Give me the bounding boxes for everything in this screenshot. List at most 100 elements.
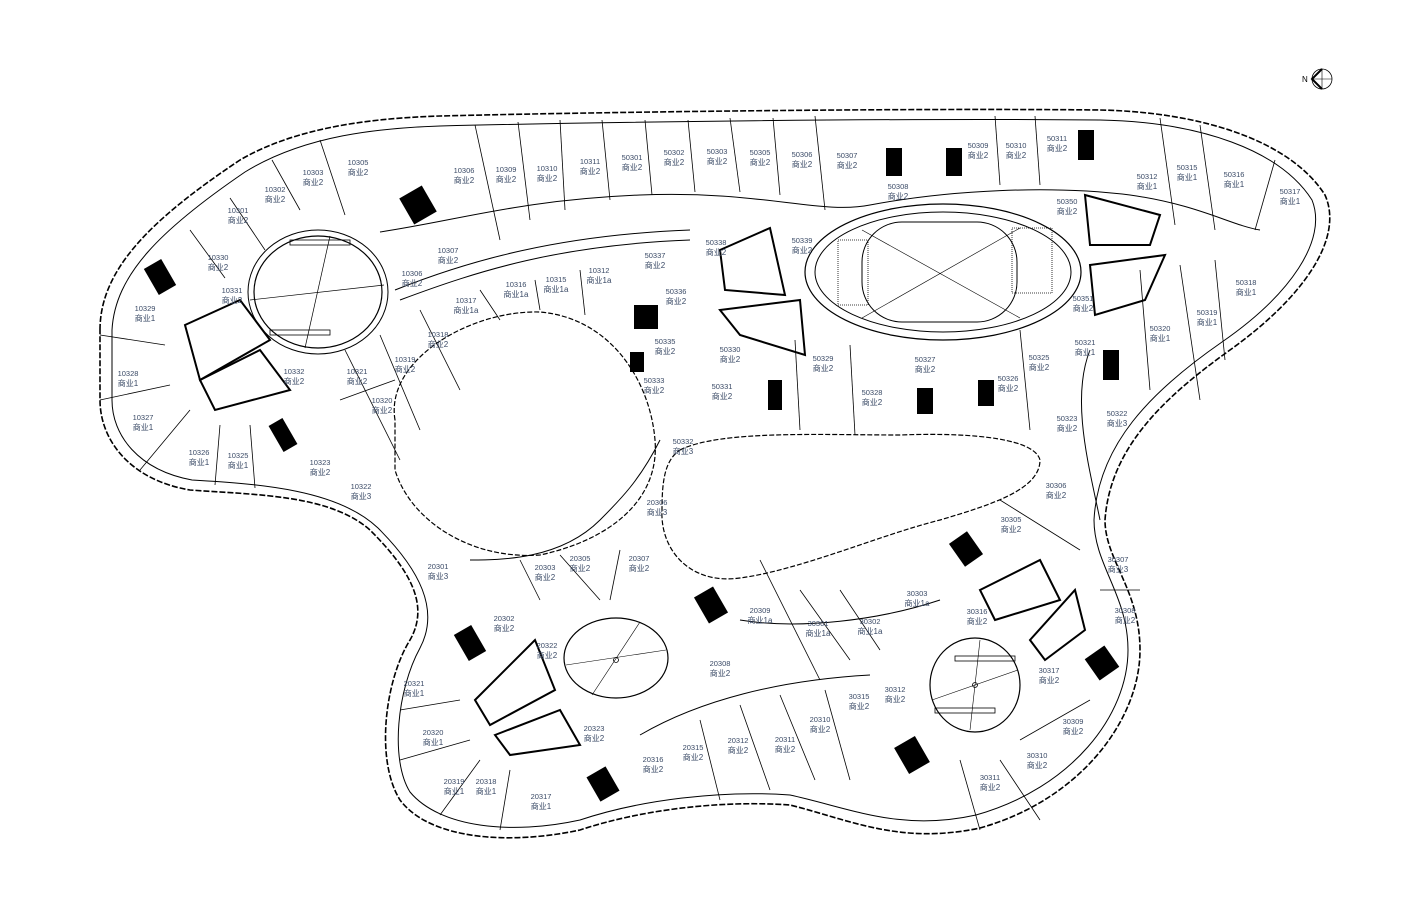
unit-use: 商业2 xyxy=(264,195,286,204)
unit-number: 50351 xyxy=(1072,294,1094,303)
